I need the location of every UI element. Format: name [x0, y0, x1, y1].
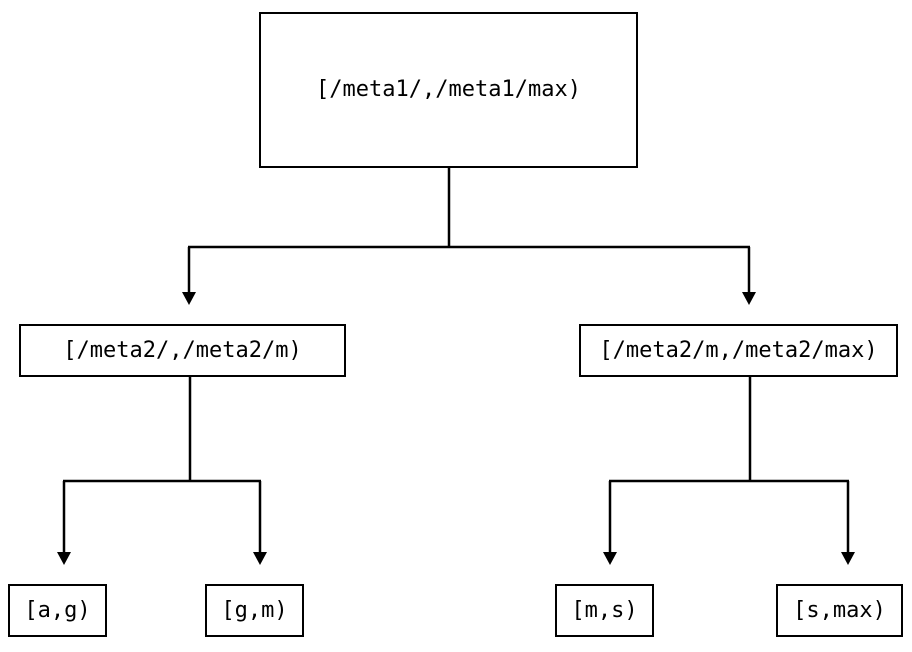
- edge-mid-left-to-leaves: [57, 377, 267, 565]
- node-leaf-a-g[interactable]: [a,g): [8, 584, 107, 637]
- node-mid-left-label: [/meta2/,/meta2/m): [63, 337, 302, 363]
- node-root[interactable]: [/meta1/,/meta1/max): [259, 12, 638, 168]
- node-leaf-s-max-label: [s,max): [793, 597, 886, 623]
- node-leaf-m-s-label: [m,s): [571, 597, 638, 623]
- arrowhead-down-icon: [603, 552, 617, 565]
- arrowhead-down-icon: [841, 552, 855, 565]
- arrowhead-down-icon: [742, 292, 756, 305]
- node-mid-right[interactable]: [/meta2/m,/meta2/max): [579, 324, 898, 377]
- node-leaf-g-m[interactable]: [g,m): [205, 584, 304, 637]
- edge-root-to-mid-level: [182, 168, 756, 305]
- node-root-label: [/meta1/,/meta1/max): [316, 77, 581, 102]
- node-mid-right-label: [/meta2/m,/meta2/max): [599, 337, 878, 363]
- node-leaf-g-m-label: [g,m): [221, 597, 288, 623]
- node-leaf-m-s[interactable]: [m,s): [555, 584, 654, 637]
- node-leaf-a-g-label: [a,g): [24, 597, 91, 623]
- arrowhead-down-icon: [253, 552, 267, 565]
- arrowhead-down-icon: [57, 552, 71, 565]
- arrowhead-down-icon: [182, 292, 196, 305]
- edge-mid-right-to-leaves: [603, 377, 855, 565]
- node-leaf-s-max[interactable]: [s,max): [776, 584, 903, 637]
- node-mid-left[interactable]: [/meta2/,/meta2/m): [19, 324, 346, 377]
